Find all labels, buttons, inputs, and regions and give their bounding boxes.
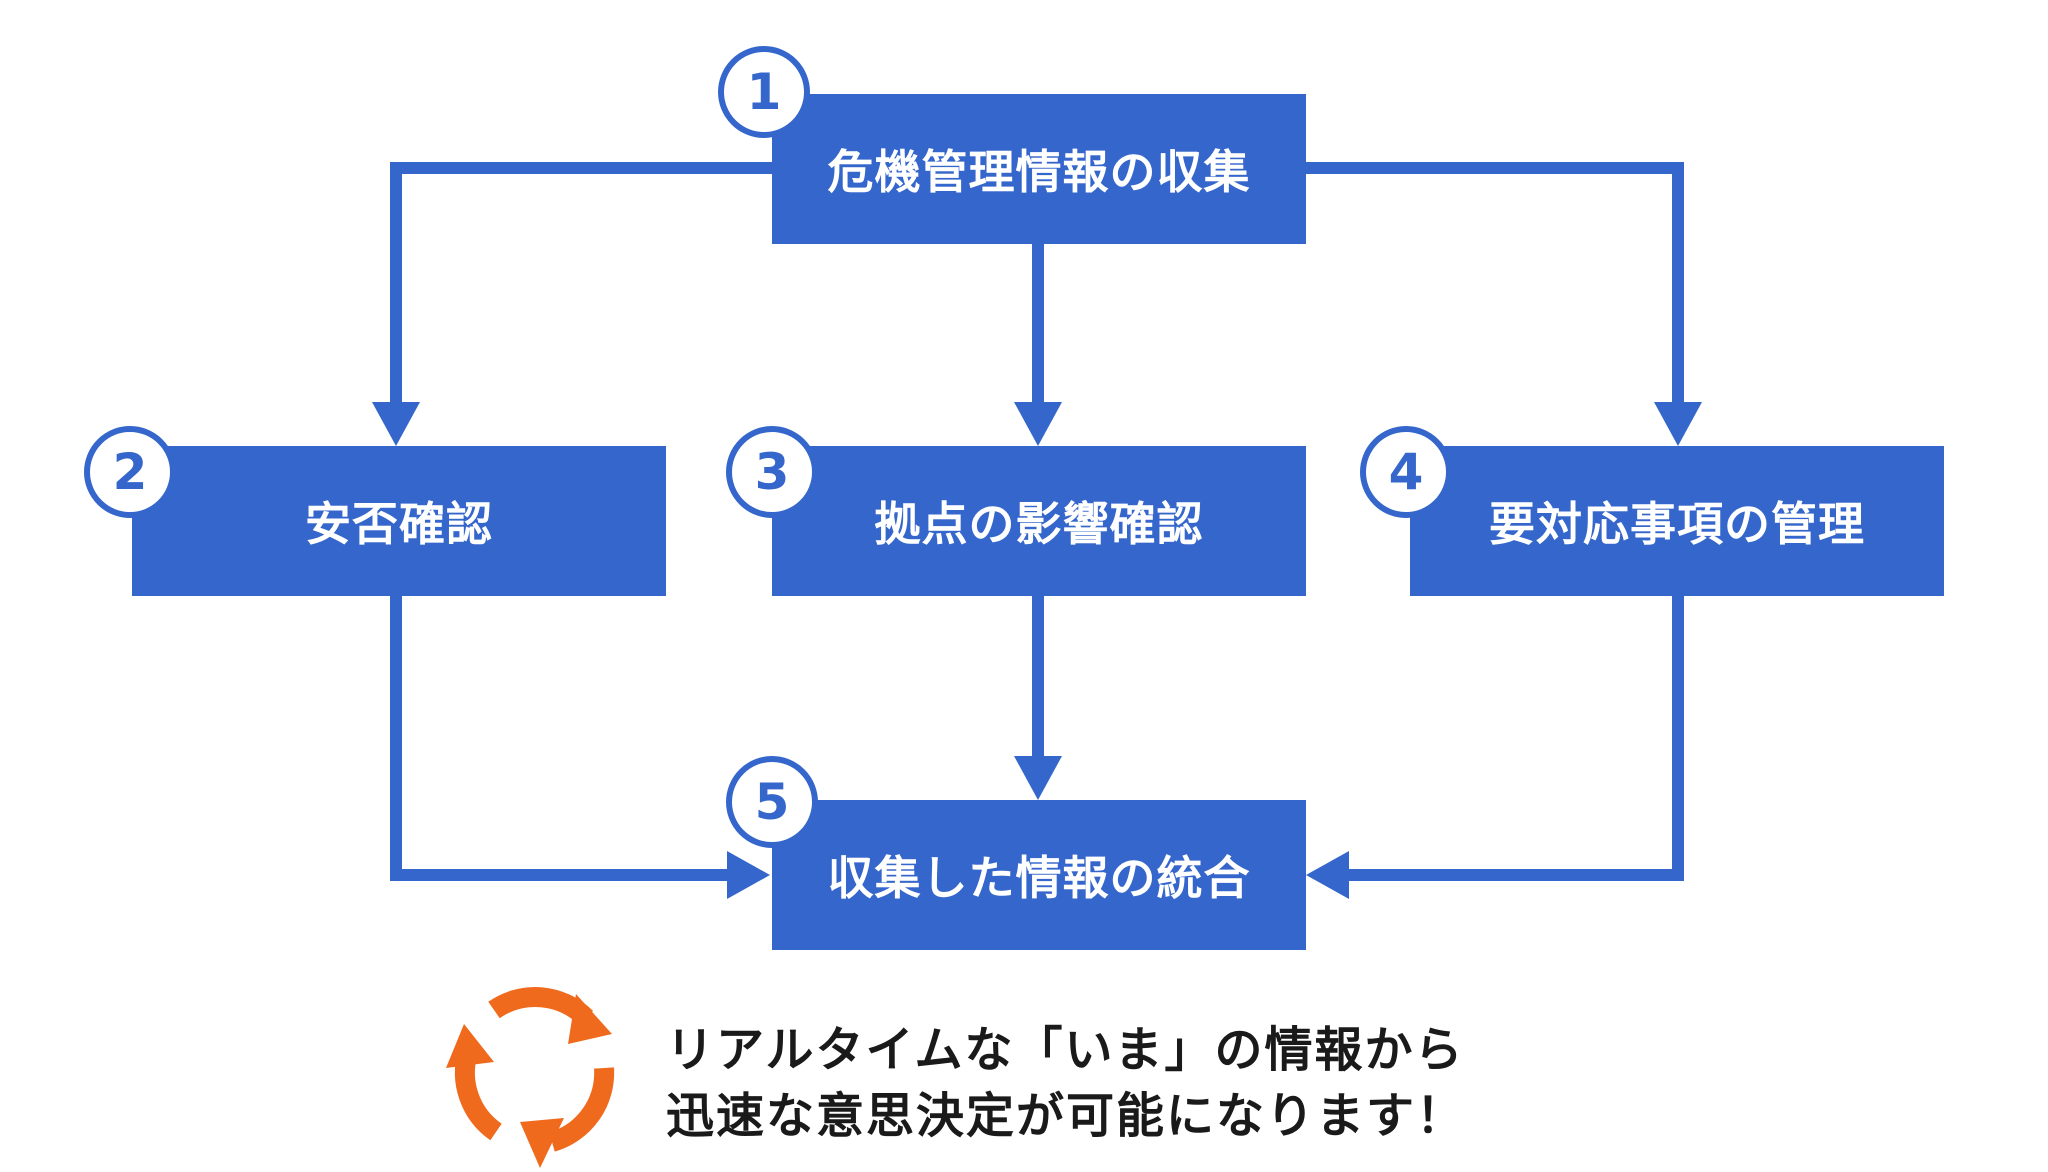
step-3-number-badge: 3 bbox=[726, 426, 818, 518]
step-2-box: 安否確認 bbox=[132, 446, 666, 596]
arrowhead-to-3 bbox=[1014, 402, 1062, 446]
step-2-number-badge: 2 bbox=[84, 426, 176, 518]
connector-2-to-5 bbox=[390, 594, 730, 881]
footer-line-2: 迅速な意思決定が可能になります！ bbox=[666, 1088, 1467, 1144]
step-2-label: 安否確認 bbox=[305, 497, 493, 551]
step-5-number-badge: 5 bbox=[726, 756, 818, 848]
step-3-box: 拠点の影響確認 bbox=[772, 446, 1306, 596]
step-3-label: 拠点の影響確認 bbox=[874, 497, 1204, 551]
footer-line-1: リアルタイムな「いま」の情報から bbox=[666, 1022, 1465, 1078]
arrowhead-to-2 bbox=[372, 402, 420, 446]
connector-4-to-5 bbox=[1346, 594, 1684, 881]
connector-1-to-4 bbox=[1304, 162, 1684, 405]
arrowhead-to-5-left bbox=[727, 851, 770, 899]
arrowhead-to-4 bbox=[1654, 402, 1702, 446]
step-4-number-badge: 4 bbox=[1360, 426, 1452, 518]
step-4-label: 要対応事項の管理 bbox=[1489, 497, 1865, 551]
arrowhead-to-5-right bbox=[1306, 851, 1349, 899]
step-5-box: 収集した情報の統合 bbox=[772, 800, 1306, 950]
arrowhead-to-5-top bbox=[1014, 756, 1062, 800]
step-1-label: 危機管理情報の収集 bbox=[827, 145, 1251, 199]
refresh-cycle-icon bbox=[446, 987, 615, 1168]
step-1-number-badge: 1 bbox=[718, 46, 810, 138]
step-1-box: 危機管理情報の収集 bbox=[772, 94, 1306, 244]
connector-1-to-2 bbox=[390, 162, 774, 405]
step-4-box: 要対応事項の管理 bbox=[1410, 446, 1944, 596]
step-5-label: 収集した情報の統合 bbox=[827, 851, 1251, 905]
